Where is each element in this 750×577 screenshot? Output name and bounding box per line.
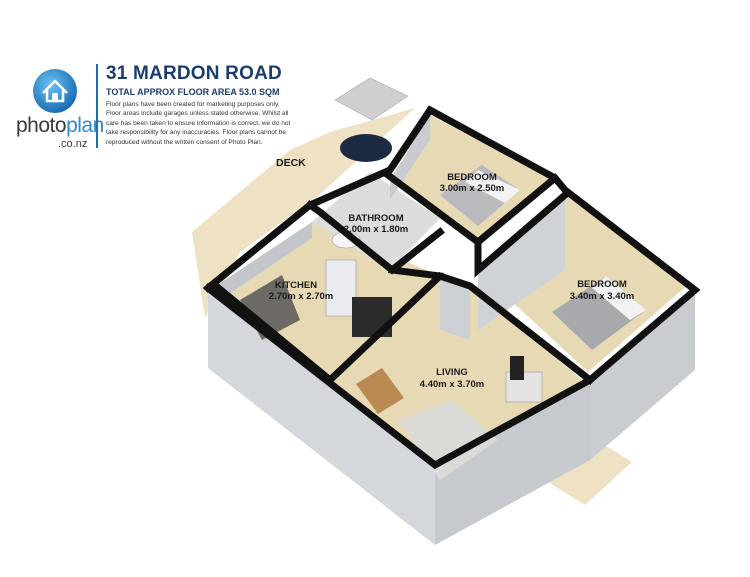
fridge [325, 259, 357, 317]
kitchen-name: KITCHEN [275, 280, 317, 291]
bathroom-floor [312, 172, 440, 270]
bedroom1-bed [440, 165, 520, 226]
bedroom2-wall [478, 195, 565, 330]
bedroom1-wall [390, 115, 430, 200]
living-name: LIVING [436, 367, 468, 378]
deck-label: DECK [276, 157, 306, 169]
dining-table [356, 368, 404, 414]
hall-wall [440, 276, 470, 340]
house-logo-icon [33, 69, 77, 113]
exterior-wall-left [208, 288, 435, 545]
bedroom1-bed-linen [465, 170, 520, 203]
brand-domain: .co.nz [58, 138, 88, 150]
disclaimer-text: Floor plans have been created for market… [106, 101, 291, 146]
page-title: 31 MARDON ROAD [106, 63, 282, 84]
living-rug [398, 400, 498, 480]
kitchen-wall [216, 222, 312, 296]
bathroom-name: BATHROOM [348, 213, 403, 224]
wall-tops [203, 105, 701, 470]
floor-area: TOTAL APPROX FLOOR AREA 53.0 SQM [106, 87, 280, 97]
exterior-wall-front [435, 380, 590, 545]
rear-deck [545, 436, 632, 505]
bedroom1-name: BEDROOM [447, 172, 497, 183]
brand-name: photoplan [16, 114, 104, 137]
deck-table [340, 134, 392, 162]
tv [510, 356, 524, 380]
deck-umbrella [334, 77, 409, 121]
bedroom1-size: 3.00m x 2.50m [440, 183, 504, 194]
living-size: 4.40m x 3.70m [420, 379, 484, 390]
bedroom2-size: 3.40m x 3.40m [570, 291, 634, 302]
bedroom2-name: BEDROOM [577, 279, 627, 290]
bathroom-size: 2.00m x 1.80m [344, 224, 408, 235]
bedroom2-bed-linen [592, 276, 646, 320]
kitchen-size: 2.70m x 2.70m [269, 291, 333, 302]
exterior-wall-right [590, 290, 695, 460]
header-divider [96, 64, 98, 148]
